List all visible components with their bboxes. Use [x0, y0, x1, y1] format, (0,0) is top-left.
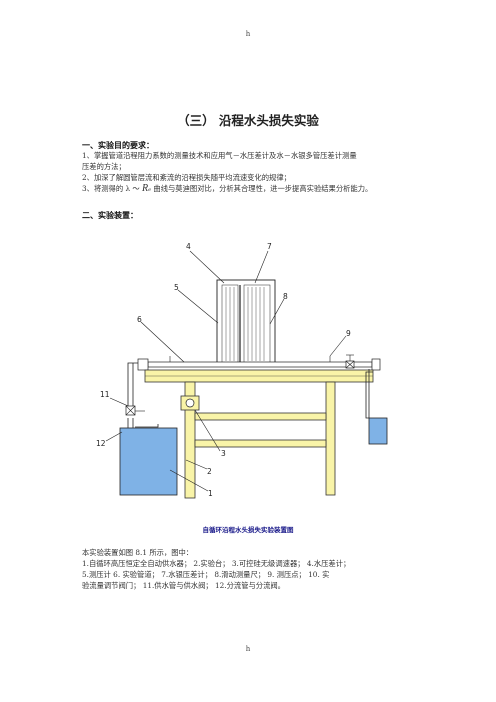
description-line-4: 验流量调节阀门； 11.供水管与供水阀； 12.分流管与分流阀。 [82, 581, 285, 590]
label-7: 7 [267, 242, 272, 251]
description-line-2: 1.自循环高压恒定全自动供水器； 2.实验台； 3.可控硅无级调速器； 4.水压… [82, 559, 351, 568]
leader-lines [105, 250, 347, 492]
section-heading-objectives: 一、实验目的要求： [82, 140, 154, 150]
label-9: 9 [346, 329, 351, 338]
experiment-table [144, 369, 374, 499]
objective-line-1: 1、掌握管道沿程阻力系数的测量技术和应用气－水压差计及水－水银多管压差计测量压差… [82, 151, 357, 171]
flow-valve [345, 354, 355, 369]
label-1: 1 [208, 489, 213, 498]
description-line-1: 本实验装置如图 8.1 所示，图中： [82, 548, 194, 557]
label-12: 12 [96, 439, 106, 448]
supply-valve [125, 405, 145, 416]
speed-controller [180, 395, 200, 411]
test-pipe [137, 356, 381, 371]
label-3: 3 [221, 449, 226, 458]
label-6: 6 [137, 315, 142, 324]
page-footer-mark: h [245, 645, 251, 653]
piping [127, 362, 373, 428]
figure-caption: 自循环沿程水头损失实验装置图 [202, 526, 294, 534]
description-line-3: 5.测压计 6. 实验管道； 7.水银压差计； 8.滑动测量尺； 9. 测压点；… [82, 570, 330, 579]
label-4: 4 [186, 242, 191, 251]
objective-line-3: 3、将测得的 λ ～ Re 曲线与莫迪图对比，分析其合理性，进一步提高实验结果分… [82, 183, 373, 194]
label-5: 5 [174, 283, 179, 292]
page-header-mark: h [245, 30, 251, 38]
side-tank [368, 417, 388, 445]
page-title: （三） 沿程水头损失实验 [177, 113, 319, 128]
supply-tank [119, 427, 178, 496]
label-8: 8 [283, 292, 288, 301]
objective-line-2: 2、加深了解圆管层流和紊流的沿程损失随平均流速变化的规律； [82, 173, 291, 182]
manometer-board [216, 279, 276, 367]
section-heading-apparatus: 二、实验装置： [82, 210, 138, 220]
label-11: 11 [100, 390, 110, 399]
label-2: 2 [207, 467, 212, 476]
